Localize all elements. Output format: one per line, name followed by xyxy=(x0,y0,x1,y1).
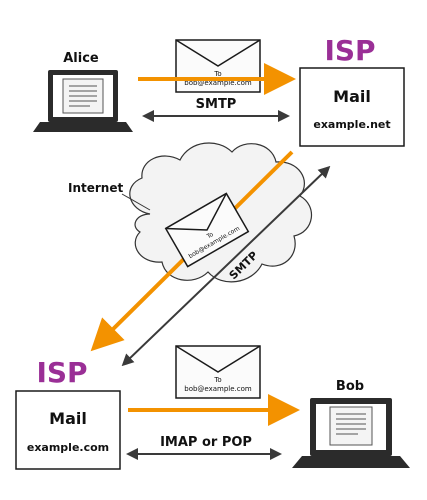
mail-server-top-title: Mail xyxy=(333,87,371,106)
envelope-icon xyxy=(175,39,261,93)
document-icon xyxy=(329,406,373,446)
smtp-middle-arrow xyxy=(121,165,331,367)
alice-laptop: Alice xyxy=(33,51,133,132)
internet-label: Internet xyxy=(68,181,123,195)
imap-pop-label: IMAP or POP xyxy=(160,435,252,450)
envelope-icon xyxy=(175,345,261,399)
bob-label: Bob xyxy=(336,379,364,394)
alice-label: Alice xyxy=(63,51,99,66)
envelope-top-to: To xyxy=(213,70,221,78)
envelope-middle-to: To xyxy=(205,231,215,241)
mail-server-bottom-title: Mail xyxy=(49,409,87,428)
envelope-top: To bob@example.com xyxy=(175,39,261,93)
envelope-bottom-to: To xyxy=(213,376,221,384)
mail-server-top-domain: example.net xyxy=(313,118,390,131)
envelope-icon xyxy=(164,192,250,268)
envelope-bottom: To bob@example.com xyxy=(175,345,261,399)
bob-laptop: Bob xyxy=(292,379,410,468)
laptop-icon xyxy=(292,398,410,468)
isp-bottom-label: ISP xyxy=(36,356,87,389)
laptop-icon xyxy=(33,70,133,132)
mail-server-bottom-domain: example.com xyxy=(27,441,109,454)
envelope-top-address: bob@example.com xyxy=(184,79,252,87)
mail-server-bottom: Mail example.com xyxy=(15,390,121,470)
mail-server-top: Mail example.net xyxy=(299,67,405,147)
smtp-top-label: SMTP xyxy=(196,97,237,112)
envelope-bottom-address: bob@example.com xyxy=(184,385,252,393)
isp-top-label: ISP xyxy=(324,34,375,67)
